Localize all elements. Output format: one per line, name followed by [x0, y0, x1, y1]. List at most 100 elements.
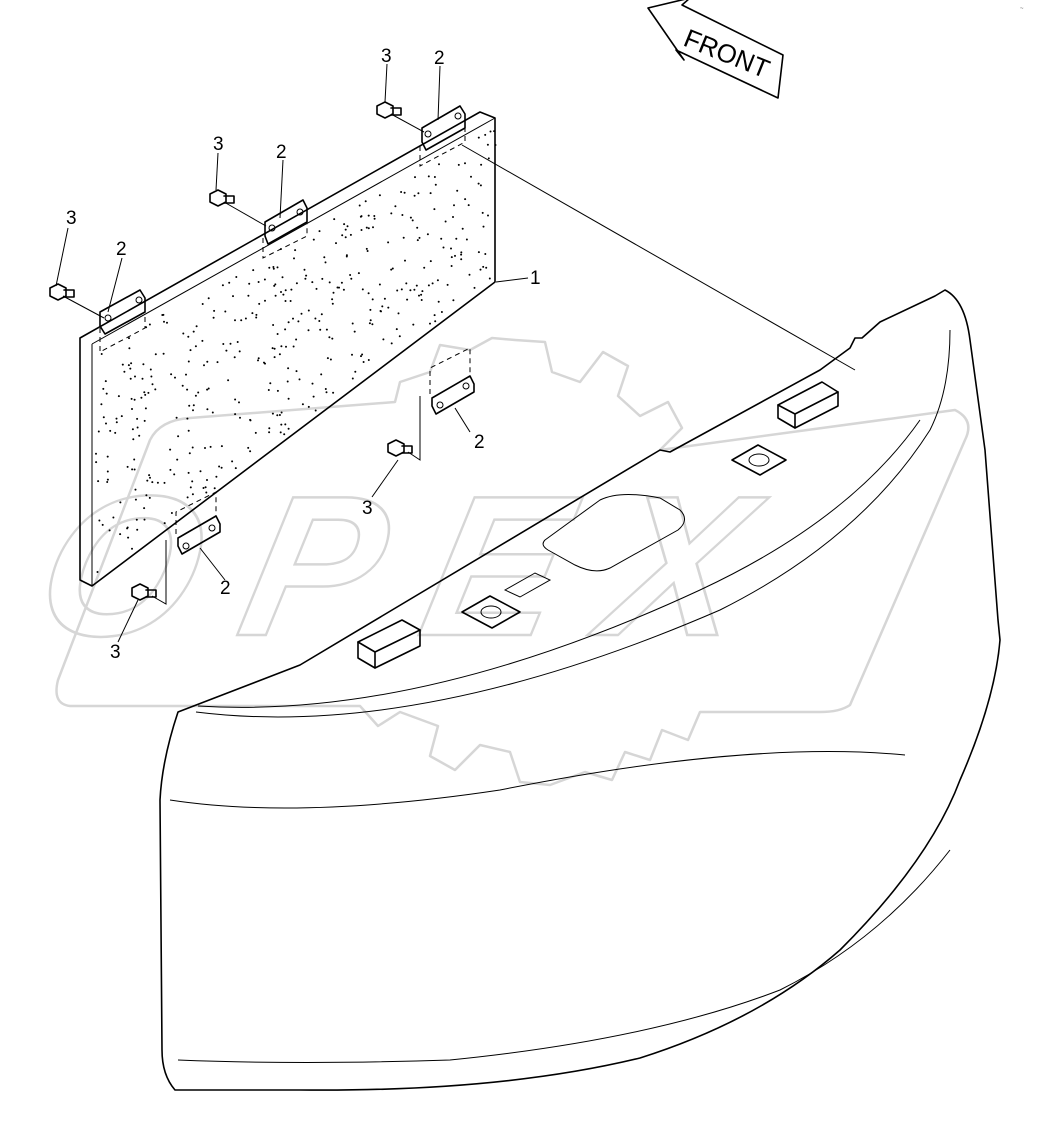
texture-dot	[104, 380, 107, 383]
texture-dot	[367, 227, 370, 230]
texture-dot	[97, 430, 100, 433]
texture-dot	[371, 298, 374, 301]
callout-2: 2	[434, 48, 445, 69]
texture-dot	[433, 176, 436, 178]
texture-dot	[169, 468, 172, 471]
texture-dot	[397, 312, 400, 315]
texture-dot	[453, 204, 455, 207]
texture-dot	[487, 214, 489, 217]
texture-dot	[440, 237, 443, 240]
texture-dot	[280, 411, 283, 414]
texture-dot	[320, 313, 323, 316]
texture-dot	[206, 360, 209, 363]
texture-dot	[170, 373, 173, 376]
texture-dot	[401, 214, 404, 216]
texture-dot	[205, 491, 208, 494]
bolt-icon	[49, 283, 75, 301]
texture-dot	[101, 523, 104, 526]
texture-dot	[106, 455, 109, 458]
texture-dot	[353, 330, 356, 333]
texture-dot	[173, 473, 176, 476]
texture-dot	[331, 298, 334, 301]
texture-dot	[280, 423, 283, 426]
texture-dot	[294, 249, 297, 252]
callout-3: 3	[66, 208, 77, 229]
texture-dot	[488, 277, 491, 280]
boss-left	[461, 595, 521, 629]
texture-dot	[485, 266, 488, 269]
texture-dot	[151, 383, 154, 386]
texture-dot	[186, 417, 189, 420]
texture-dot	[123, 370, 126, 373]
texture-dot	[301, 403, 304, 406]
texture-dot	[493, 130, 496, 133]
texture-dot	[278, 353, 281, 356]
texture-dot	[409, 289, 412, 292]
texture-dot	[189, 486, 192, 489]
texture-dot	[450, 256, 453, 259]
texture-dot	[194, 394, 197, 397]
texture-dot	[189, 349, 192, 352]
texture-dot	[191, 480, 194, 483]
texture-dot	[257, 281, 260, 283]
texture-dot	[367, 292, 370, 295]
texture-dot	[212, 316, 215, 319]
texture-dot	[96, 571, 99, 573]
texture-dot	[467, 204, 470, 207]
texture-dot	[440, 311, 443, 313]
texture-dot	[187, 429, 190, 432]
texture-dot	[234, 413, 237, 416]
texture-dot	[143, 518, 146, 521]
texture-dot	[109, 429, 112, 432]
texture-dot	[412, 323, 415, 326]
texture-dot	[304, 277, 307, 280]
texture-dot	[461, 227, 464, 230]
texture-dot	[369, 308, 372, 311]
callouts: 1 2 2 2 2 2 3 3 3 3 3	[66, 46, 541, 663]
texture-dot	[290, 288, 293, 291]
texture-dot	[238, 350, 241, 353]
mount-block-left	[357, 619, 421, 669]
texture-dot	[416, 239, 419, 242]
callout-3: 3	[362, 498, 373, 519]
texture-dot	[351, 377, 354, 380]
texture-dot	[365, 247, 368, 250]
texture-dot	[127, 364, 130, 367]
texture-dot	[236, 341, 239, 343]
texture-dot	[169, 448, 172, 451]
texture-dot	[487, 157, 490, 160]
front-arrow: FRONT	[647, 0, 784, 99]
texture-dot	[106, 478, 109, 481]
texture-dot	[271, 412, 274, 415]
bolt-icon	[131, 583, 157, 601]
texture-dot	[134, 488, 137, 491]
texture-dot	[378, 194, 381, 197]
texture-dot	[258, 302, 261, 305]
texture-dot	[195, 325, 198, 328]
texture-dot	[482, 265, 485, 268]
texture-dot	[400, 288, 403, 291]
texture-dot	[395, 328, 398, 331]
texture-dot	[442, 246, 445, 249]
texture-dot	[102, 387, 105, 390]
texture-dot	[238, 401, 240, 404]
opex-watermark: OPEX	[20, 336, 970, 787]
texture-dot	[282, 293, 285, 296]
texture-dot	[413, 194, 416, 197]
texture-dot	[307, 309, 310, 312]
texture-dot	[235, 276, 238, 278]
texture-dot	[446, 283, 449, 286]
texture-dot	[273, 284, 276, 287]
texture-dot	[460, 258, 463, 261]
texture-dot	[234, 467, 237, 470]
texture-dot	[135, 518, 138, 521]
texture-dot	[390, 212, 393, 215]
texture-dot	[420, 299, 423, 301]
texture-dot	[391, 267, 394, 270]
texture-dot	[479, 268, 482, 271]
texture-dot	[206, 479, 208, 481]
texture-dot	[477, 182, 480, 185]
texture-dot	[149, 476, 151, 479]
texture-dot	[450, 247, 452, 250]
